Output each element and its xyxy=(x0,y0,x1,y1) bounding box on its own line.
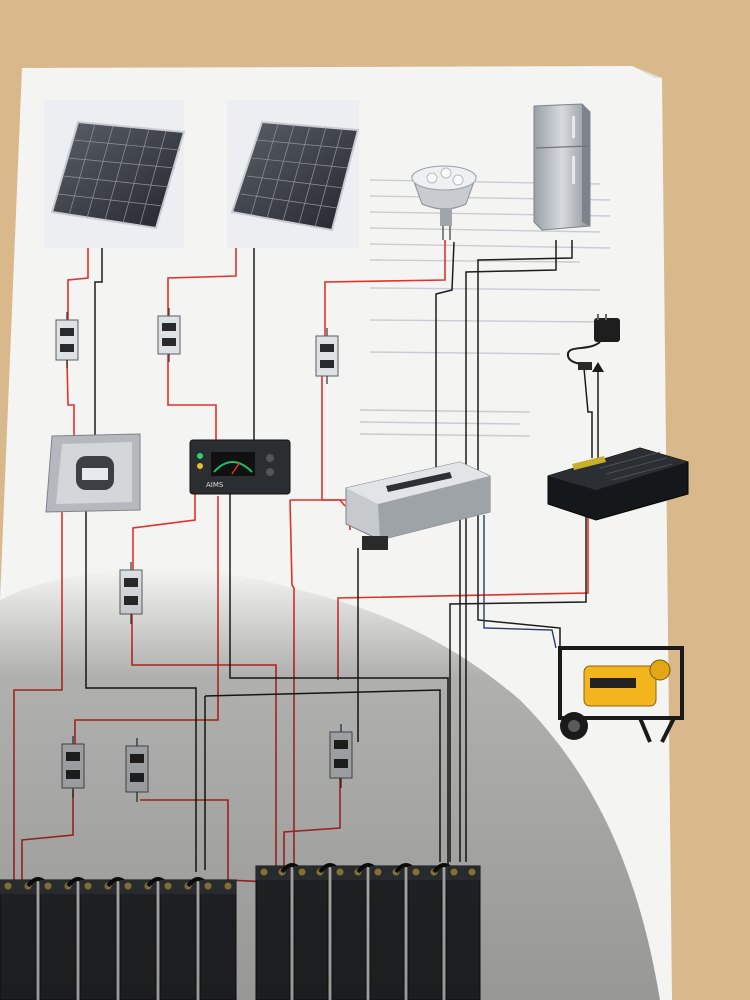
ac-wires xyxy=(483,515,557,649)
solar-panel-1 xyxy=(44,100,186,248)
inverter-charger xyxy=(345,461,491,550)
charge-controller: AIMS xyxy=(189,439,291,495)
refrigerator xyxy=(533,103,591,231)
dc-breaker-1 xyxy=(55,312,79,368)
dc-breaker-3 xyxy=(315,328,339,384)
paper-edge xyxy=(632,66,662,78)
combiner-box xyxy=(45,433,141,513)
dc-breaker-2 xyxy=(157,308,181,362)
controller-brand-label: AIMS xyxy=(206,481,224,489)
hand-shadow xyxy=(0,568,660,1000)
solar-panel-2 xyxy=(227,100,360,248)
inverter xyxy=(547,447,689,521)
generator xyxy=(558,646,684,743)
phone-charger xyxy=(566,314,620,372)
led-lamp xyxy=(411,165,477,240)
